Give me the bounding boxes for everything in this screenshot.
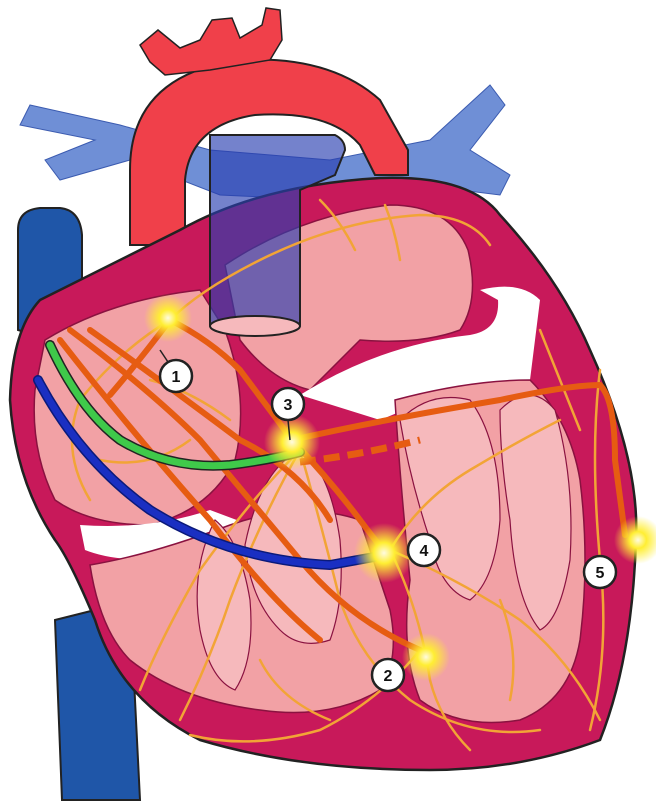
- marker-4: 4: [408, 534, 440, 566]
- bundle-branch-glow: [354, 523, 414, 583]
- sa-node-glow: [144, 294, 192, 342]
- marker-4-label: 4: [420, 543, 429, 560]
- marker-2-label: 2: [384, 668, 393, 685]
- marker-5: 5: [584, 556, 616, 588]
- marker-1-label: 1: [172, 369, 181, 386]
- vena-cava-opening: [210, 316, 300, 336]
- apex-glow: [402, 633, 450, 681]
- marker-3-label: 3: [284, 397, 293, 414]
- marker-2: 2: [372, 659, 404, 691]
- av-node-glow: [264, 414, 320, 470]
- marker-5-label: 5: [596, 565, 605, 582]
